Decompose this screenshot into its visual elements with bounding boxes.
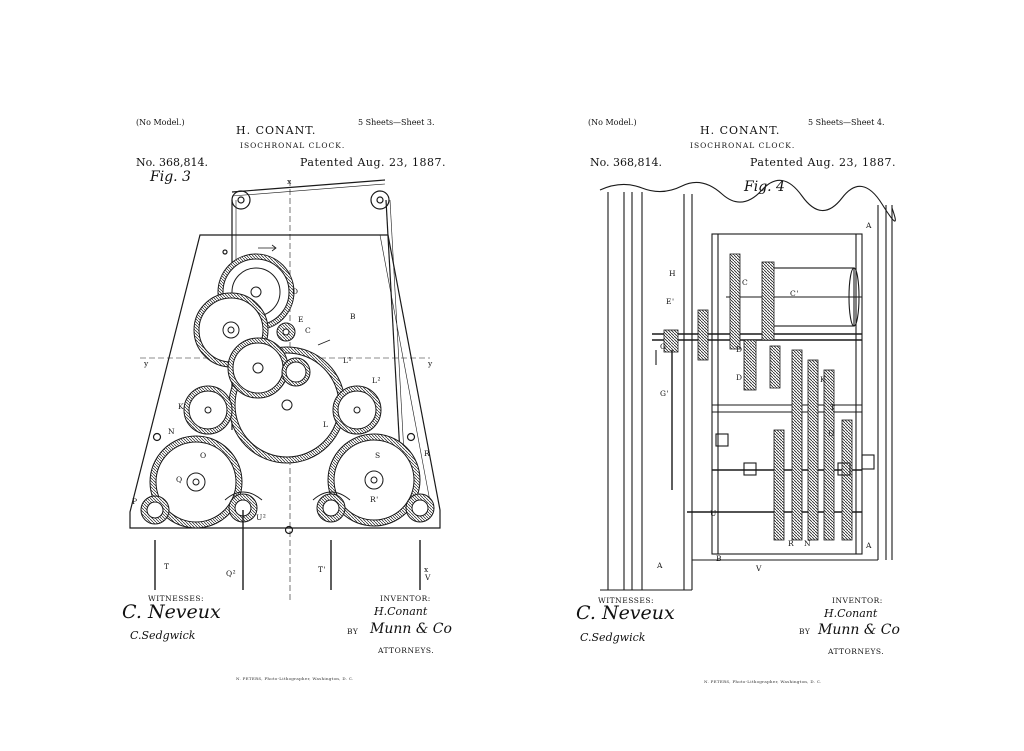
part-letter: C — [305, 326, 312, 335]
sheet-label: 5 Sheets—Sheet 4. — [808, 118, 885, 127]
engraver-credit: N. PETERS, Photo-Lithographer, Washingto… — [236, 676, 354, 681]
witness-signature-2: C.Sedgwick — [130, 629, 196, 642]
part-letter: N — [804, 539, 812, 548]
patent-title: ISOCHRONAL CLOCK. — [240, 141, 346, 150]
part-letter: D — [736, 345, 743, 354]
part-letter: y — [428, 359, 433, 368]
by-label: BY — [799, 627, 811, 636]
part-letter: B — [716, 554, 723, 563]
part-letter: U' — [710, 509, 720, 518]
part-letter: G' — [660, 389, 670, 398]
part-letter: U² — [256, 513, 267, 522]
part-letter: L¹ — [343, 356, 352, 365]
attorneys-label: ATTORNEYS. — [828, 647, 885, 656]
model-note: (No Model.) — [588, 118, 637, 127]
patent-date: Patented Aug. 23, 1887. — [300, 156, 446, 169]
part-letter: A — [866, 541, 872, 550]
part-letter: x — [287, 177, 292, 186]
figure-3-gear-train-drawing — [129, 179, 441, 600]
part-letter: A — [866, 221, 872, 230]
part-letter: H — [669, 269, 677, 278]
part-letter: R — [424, 449, 431, 458]
part-letter: E' — [666, 297, 675, 306]
part-letter: Q — [176, 475, 183, 484]
sheet-label: 5 Sheets—Sheet 3. — [358, 118, 435, 127]
patent-sheet-3: (No Model.) H. CONANT. 5 Sheets—Sheet 3.… — [122, 118, 452, 681]
inventor-signature: H.Conant — [824, 607, 878, 620]
witness-signature-1: C. Neveux — [576, 602, 675, 624]
patent-number: No. 368,814. — [136, 156, 209, 169]
part-letter: Q² — [226, 569, 237, 578]
part-letter: x — [424, 565, 429, 574]
part-letter: C — [742, 278, 749, 287]
part-letter: G — [660, 342, 667, 351]
part-letter: K — [820, 375, 827, 384]
part-letter: T — [164, 562, 170, 571]
witnesses-label: WITNESSES: — [598, 596, 654, 605]
part-letter: D — [292, 287, 299, 296]
attorney-signature: Munn & Co — [818, 622, 900, 638]
inventor-label: INVENTOR: — [380, 594, 431, 603]
part-letter: E — [298, 315, 304, 324]
part-letter: O — [200, 451, 207, 460]
inventor-name-heading: H. CONANT. — [700, 124, 781, 137]
part-letter: S — [375, 451, 381, 460]
patent-number: No. 368,814. — [590, 156, 663, 169]
part-letter: y — [144, 359, 149, 368]
patent-date: Patented Aug. 23, 1887. — [750, 156, 896, 169]
patent-sheet-4: (No Model.) H. CONANT. 5 Sheets—Sheet 4.… — [512, 0, 1024, 751]
by-label: BY — [347, 627, 359, 636]
witnesses-label: WITNESSES: — [148, 594, 204, 603]
part-letter: N — [168, 427, 176, 436]
witness-signature-1: C. Neveux — [122, 601, 221, 623]
attorneys-label: ATTORNEYS. — [378, 646, 435, 655]
part-letter: K — [178, 402, 185, 411]
part-letter: D — [736, 373, 743, 382]
model-note: (No Model.) — [136, 118, 185, 127]
inventor-label: INVENTOR: — [832, 596, 883, 605]
witness-signature-2: C.Sedgwick — [580, 631, 646, 644]
part-letter: L — [323, 420, 329, 429]
part-letter: T' — [318, 565, 327, 574]
part-letter: B — [350, 312, 357, 321]
part-letter: V — [756, 564, 762, 573]
part-letter: C' — [790, 289, 799, 298]
part-letter: U — [828, 429, 835, 438]
patent-title: ISOCHRONAL CLOCK. — [690, 141, 796, 150]
part-letter: L² — [372, 376, 381, 385]
inventor-signature: H.Conant — [374, 605, 428, 618]
part-letter: T — [830, 403, 836, 412]
figure-4-clockwork-section-drawing — [599, 179, 896, 591]
part-letter: V — [425, 573, 431, 582]
part-letter: R — [788, 539, 795, 548]
inventor-name-heading: H. CONANT. — [236, 124, 317, 137]
engraver-credit: N. PETERS, Photo-Lithographer, Washingto… — [704, 679, 822, 684]
part-letter: P — [132, 497, 138, 506]
part-letter: R' — [370, 495, 379, 504]
part-letter: A — [657, 561, 663, 570]
attorney-signature: Munn & Co — [370, 621, 452, 637]
figure-label: Fig. 3 — [150, 169, 191, 185]
